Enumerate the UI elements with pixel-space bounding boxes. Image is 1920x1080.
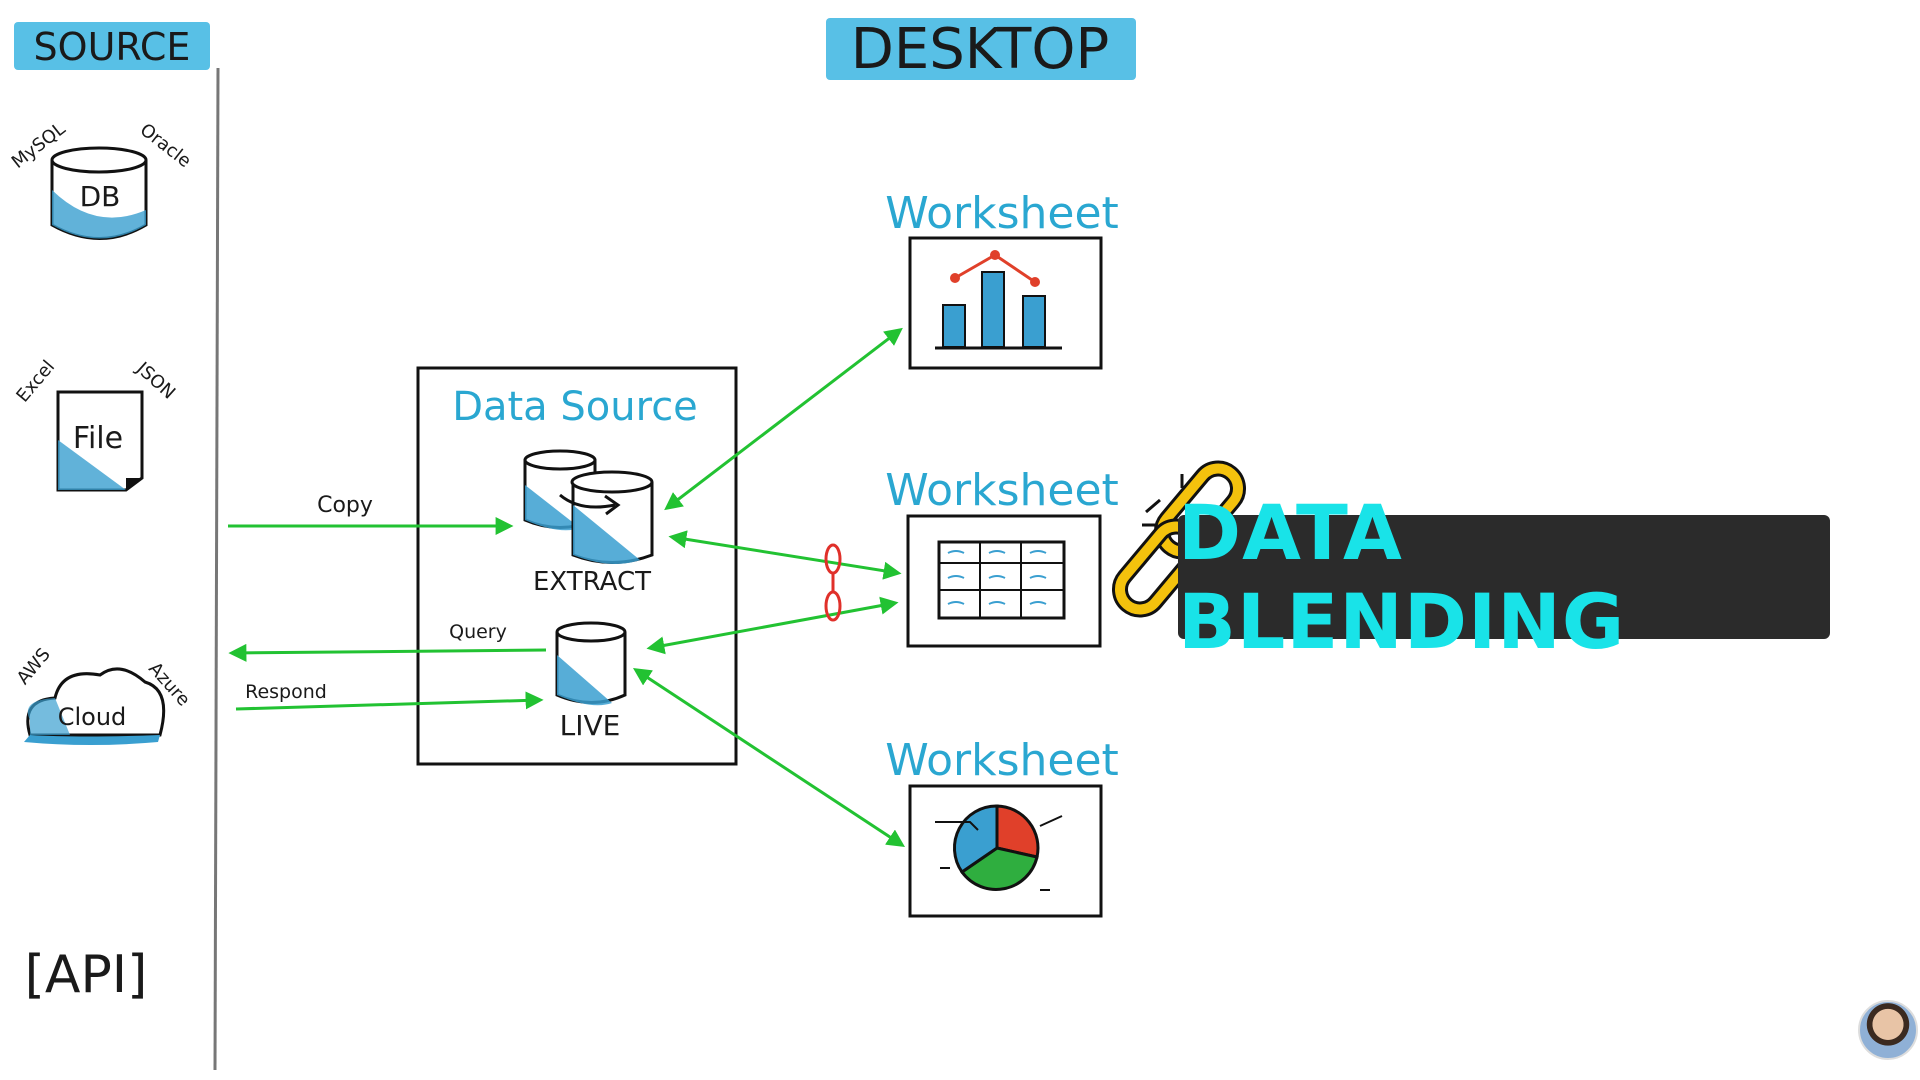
query-arrow: [228, 643, 547, 662]
respond-label: Respond: [245, 681, 327, 703]
worksheet-1-label: Worksheet: [885, 188, 1119, 239]
respond-arrow: [235, 691, 544, 711]
extract-cylinders: [523, 449, 654, 564]
source-header-highlight: [14, 22, 210, 70]
query-label: Query: [449, 621, 507, 643]
relationship-link-top: [824, 543, 842, 575]
data-blending-text: DATA BLENDING: [1178, 488, 1626, 666]
worksheet-2-table: [937, 540, 1066, 620]
presenter-avatar: [1858, 1000, 1918, 1060]
source-header: SOURCE: [34, 25, 191, 69]
file-source: File Excel JSON: [12, 356, 179, 492]
live-label: LIVE: [560, 709, 621, 742]
extract-label: EXTRACT: [533, 567, 651, 597]
desktop-header-highlight: [826, 18, 1136, 80]
arrow-extract-ws2: [668, 530, 902, 580]
db-label: DB: [80, 180, 121, 213]
file-tag-excel: Excel: [12, 356, 59, 406]
desktop-header: DESKTOP: [851, 17, 1109, 82]
live-cylinder: [555, 621, 627, 706]
cloud-source: Cloud AWS Azure: [13, 644, 194, 745]
copy-label: Copy: [317, 493, 373, 518]
worksheet-3-pie-chart: [935, 804, 1063, 891]
worksheet-3-label: Worksheet: [885, 735, 1119, 786]
arrow-live-ws3: [632, 668, 906, 847]
file-label: File: [73, 421, 123, 456]
worksheet-2-label: Worksheet: [885, 465, 1119, 516]
api-source: [API]: [25, 945, 148, 1005]
cloud-tag-aws: AWS: [13, 644, 55, 689]
worksheet-1-frame: [908, 236, 1103, 370]
data-blending-banner: DATA BLENDING: [1178, 488, 1830, 666]
worksheet-1-bar-chart: [935, 250, 1062, 350]
db-source: DB MySQL Oracle: [8, 118, 195, 240]
data-source-title: Data Source: [452, 384, 698, 430]
source-divider: [213, 67, 220, 1071]
arrow-extract-ws1: [664, 327, 903, 511]
arrow-live-ws2: [646, 596, 899, 655]
cloud-label: Cloud: [58, 703, 127, 731]
